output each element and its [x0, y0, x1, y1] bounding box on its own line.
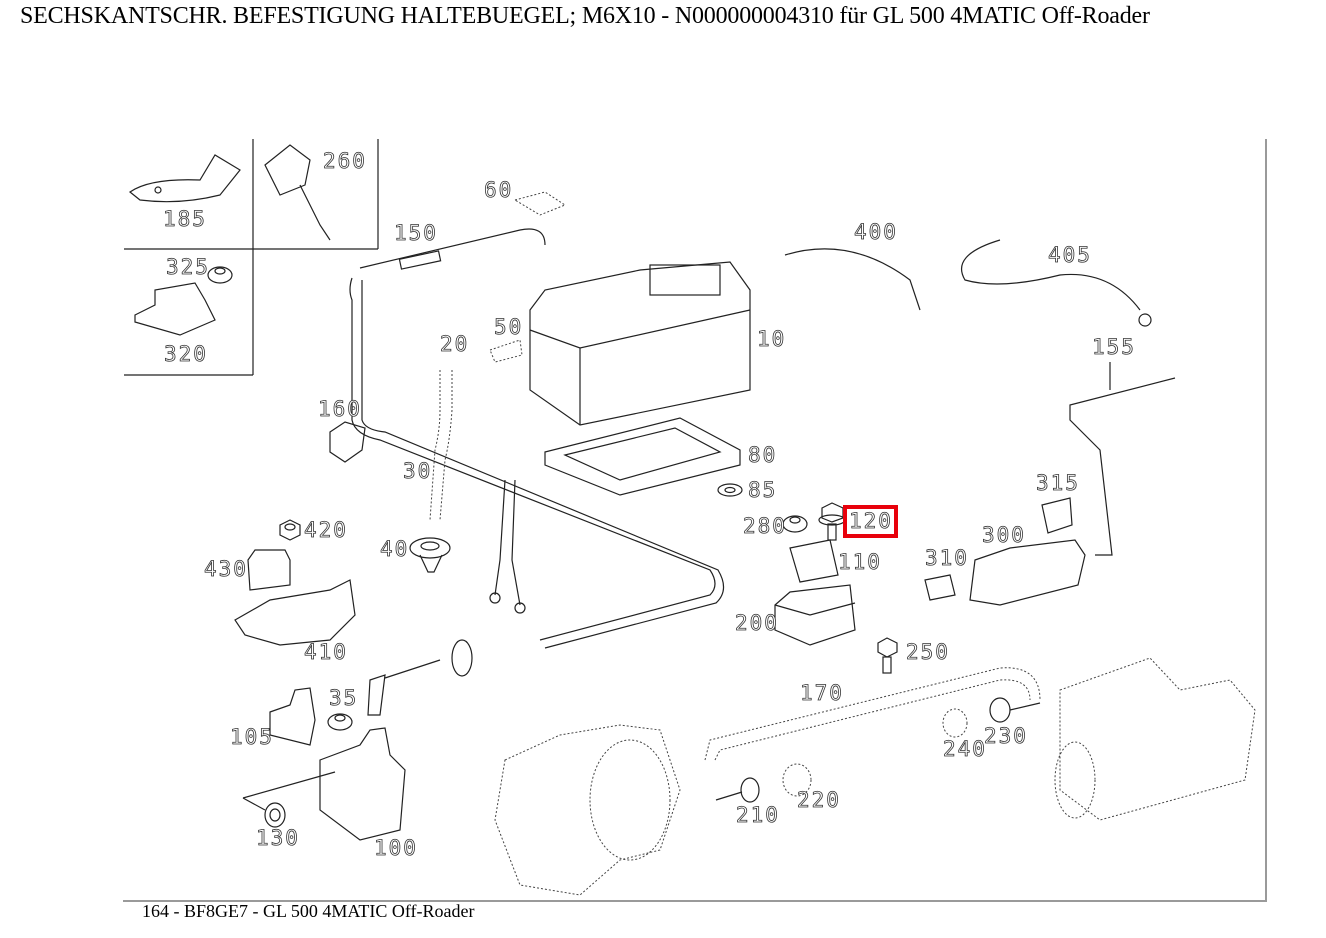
part-label-310[interactable]: 310 — [925, 546, 969, 570]
part-label-410[interactable]: 410 — [304, 640, 348, 664]
cable-end-drawing — [367, 639, 473, 716]
part-220-drawing — [782, 763, 812, 797]
part-label-120[interactable]: 120 — [849, 509, 893, 533]
part-label-240[interactable]: 240 — [943, 737, 987, 761]
part-label-260[interactable]: 260 — [323, 149, 367, 173]
part-230-drawing — [989, 697, 1041, 723]
part-label-155[interactable]: 155 — [1092, 335, 1136, 359]
terminal-leads-drawing — [489, 479, 526, 614]
part-label-315[interactable]: 315 — [1036, 471, 1080, 495]
part-label-150[interactable]: 150 — [394, 221, 438, 245]
part-130-drawing — [264, 802, 286, 828]
part-260-drawing — [264, 144, 331, 241]
part-label-100[interactable]: 100 — [374, 836, 418, 860]
part-label-160[interactable]: 160 — [318, 397, 362, 421]
part-100-drawing — [242, 727, 406, 841]
part-320-drawing — [134, 282, 216, 336]
part-315-drawing — [1041, 497, 1073, 534]
part-210-drawing — [715, 777, 760, 803]
part-label-110[interactable]: 110 — [838, 550, 882, 574]
part-label-405[interactable]: 405 — [1048, 243, 1092, 267]
diagram-frame-right — [1265, 139, 1267, 902]
part-label-50[interactable]: 50 — [494, 315, 524, 339]
part-430-drawing — [247, 549, 291, 591]
part-300-drawing — [969, 539, 1086, 606]
part-20-30-drawing — [429, 370, 453, 521]
part-325-drawing — [207, 266, 233, 284]
part-410-drawing — [234, 579, 356, 646]
highlight-box — [843, 505, 898, 538]
part-50-drawing — [489, 339, 523, 363]
part-label-430[interactable]: 430 — [204, 557, 248, 581]
part-label-10[interactable]: 10 — [757, 327, 787, 351]
part-label-280[interactable]: 280 — [743, 514, 787, 538]
part-420-drawing — [279, 519, 301, 541]
part-10-drawing — [529, 261, 751, 426]
part-label-220[interactable]: 220 — [797, 788, 841, 812]
part-150-drawing — [349, 228, 725, 649]
part-85-drawing — [717, 483, 743, 497]
part-label-325[interactable]: 325 — [166, 255, 210, 279]
part-label-420[interactable]: 420 — [304, 518, 348, 542]
part-400-drawing — [784, 248, 921, 311]
part-label-105[interactable]: 105 — [230, 725, 274, 749]
part-label-40[interactable]: 40 — [380, 537, 410, 561]
part-280-drawing — [782, 515, 808, 533]
part-310-drawing — [924, 574, 956, 601]
part-405-drawing — [960, 239, 1152, 327]
part-label-230[interactable]: 230 — [984, 724, 1028, 748]
part-label-200[interactable]: 200 — [735, 611, 779, 635]
starter-drawing — [1054, 657, 1256, 821]
diagram-caption: 164 - BF8GE7 - GL 500 4MATIC Off-Roader — [142, 901, 475, 921]
part-label-170[interactable]: 170 — [800, 681, 844, 705]
part-label-250[interactable]: 250 — [906, 640, 950, 664]
part-label-35[interactable]: 35 — [329, 686, 359, 710]
part-35-drawing — [327, 713, 353, 731]
part-250-drawing — [877, 637, 898, 674]
part-label-185[interactable]: 185 — [163, 207, 207, 231]
part-120-drawing — [818, 502, 846, 541]
part-label-130[interactable]: 130 — [256, 826, 300, 850]
part-170-drawing — [704, 667, 1041, 761]
part-label-60[interactable]: 60 — [484, 178, 514, 202]
part-200-drawing — [774, 584, 856, 646]
part-105-drawing — [269, 687, 316, 746]
part-label-30[interactable]: 30 — [403, 459, 433, 483]
part-label-210[interactable]: 210 — [736, 803, 780, 827]
part-label-80[interactable]: 80 — [748, 443, 778, 467]
part-110-drawing — [789, 539, 839, 583]
part-80-drawing — [544, 417, 741, 496]
part-40-drawing — [409, 537, 451, 573]
diagram-frame-bottom — [123, 900, 1267, 902]
part-label-300[interactable]: 300 — [982, 523, 1026, 547]
part-label-320[interactable]: 320 — [164, 342, 208, 366]
part-155-drawing — [1069, 362, 1176, 556]
part-label-85[interactable]: 85 — [748, 478, 778, 502]
alternator-drawing — [494, 724, 681, 896]
part-label-400[interactable]: 400 — [854, 220, 898, 244]
part-60-drawing — [513, 191, 567, 216]
part-240-drawing — [942, 708, 968, 738]
part-label-20[interactable]: 20 — [440, 332, 470, 356]
inset-frames — [124, 139, 379, 376]
part-185-drawing — [128, 154, 241, 203]
page-title: SECHSKANTSCHR. BEFESTIGUNG HALTEBUEGEL; … — [20, 3, 1150, 29]
part-160-drawing — [329, 421, 366, 463]
